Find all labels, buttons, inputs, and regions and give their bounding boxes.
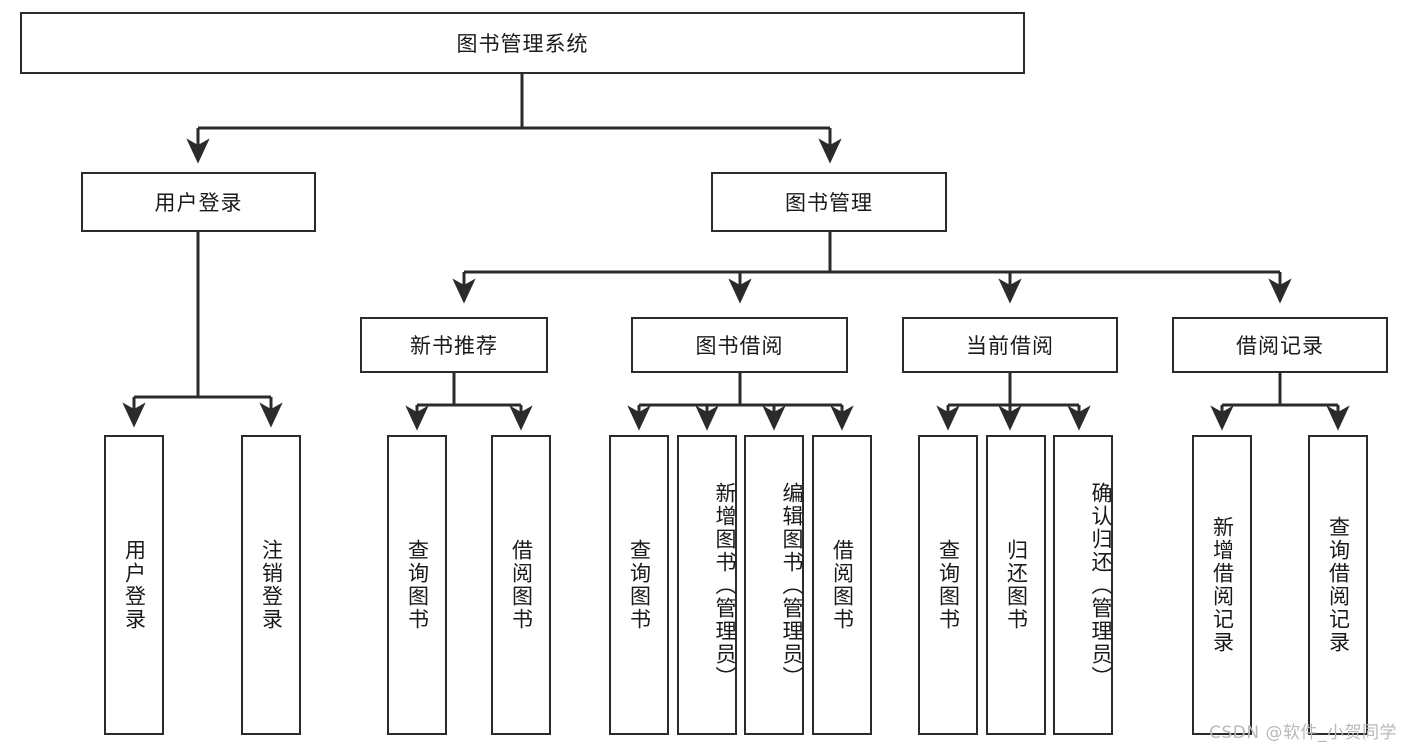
node-label: 用户登录 <box>122 539 147 631</box>
node-label: 注销登录 <box>259 539 284 631</box>
node-label: 用户登录 <box>154 191 243 215</box>
node-label: 借阅图书 <box>509 539 534 631</box>
node-label: 查询图书 <box>936 539 961 631</box>
node-label: 当前借阅 <box>966 334 1054 358</box>
node-label: 借阅记录 <box>1236 334 1324 358</box>
node-leaf-edit-book[interactable]: 编辑图书（管理员） <box>744 435 804 735</box>
node-leaf-confirm-return[interactable]: 确认归还（管理员） <box>1053 435 1113 735</box>
node-leaf-borrow-book-2[interactable]: 借阅图书 <box>812 435 872 735</box>
node-borrow-record[interactable]: 借阅记录 <box>1172 317 1388 373</box>
node-new-book-recommend[interactable]: 新书推荐 <box>360 317 548 373</box>
node-root-book-management-system[interactable]: 图书管理系统 <box>20 12 1025 74</box>
node-label: 新书推荐 <box>410 334 498 358</box>
node-leaf-user-login[interactable]: 用户登录 <box>104 435 164 735</box>
node-leaf-add-record[interactable]: 新增借阅记录 <box>1192 435 1252 735</box>
node-leaf-add-book[interactable]: 新增图书（管理员） <box>677 435 737 735</box>
node-current-borrow[interactable]: 当前借阅 <box>902 317 1118 373</box>
node-leaf-query-book-2[interactable]: 查询图书 <box>609 435 669 735</box>
node-label: 借阅图书 <box>830 539 855 631</box>
node-label: 图书管理系统 <box>456 32 589 56</box>
node-label: 图书管理 <box>785 191 873 215</box>
node-leaf-return-book[interactable]: 归还图书 <box>986 435 1046 735</box>
node-label: 新增图书（管理员） <box>713 481 737 689</box>
node-label: 查询借阅记录 <box>1326 516 1351 654</box>
node-label: 归还图书 <box>1004 539 1029 631</box>
node-label: 确认归还（管理员） <box>1089 481 1113 689</box>
node-user-login[interactable]: 用户登录 <box>81 172 316 232</box>
node-leaf-query-record[interactable]: 查询借阅记录 <box>1308 435 1368 735</box>
node-label: 编辑图书（管理员） <box>780 481 804 689</box>
node-book-management[interactable]: 图书管理 <box>711 172 947 232</box>
node-label: 查询图书 <box>405 539 430 631</box>
csdn-watermark: CSDN @软件_小贺同学 <box>1209 723 1397 743</box>
node-book-borrow[interactable]: 图书借阅 <box>631 317 848 373</box>
node-leaf-user-logout[interactable]: 注销登录 <box>241 435 301 735</box>
node-leaf-borrow-book-1[interactable]: 借阅图书 <box>491 435 551 735</box>
node-label: 查询图书 <box>627 539 652 631</box>
node-leaf-query-book-1[interactable]: 查询图书 <box>387 435 447 735</box>
node-label: 图书借阅 <box>695 334 784 358</box>
node-label: 新增借阅记录 <box>1210 516 1235 654</box>
node-leaf-query-book-3[interactable]: 查询图书 <box>918 435 978 735</box>
